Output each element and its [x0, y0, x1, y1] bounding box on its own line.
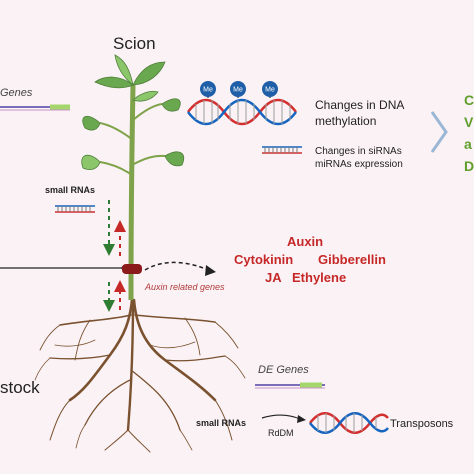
small-rnas-bottom-label: small RNAs — [196, 418, 247, 428]
roots — [34, 298, 246, 453]
dna-helix-methylation-icon — [187, 96, 297, 126]
transposons-label: Transposons — [390, 418, 454, 430]
rna-strand-right-icon — [262, 146, 302, 154]
right-cut-text-2: V — [464, 114, 474, 130]
arrow-up-bottom-icon — [114, 280, 126, 310]
genes-label: Genes — [0, 87, 33, 99]
arrow-to-hormones-icon — [144, 261, 216, 276]
gene-strand-bottom-icon — [255, 382, 325, 389]
de-genes-label: DE Genes — [258, 364, 309, 376]
leaves — [81, 54, 185, 170]
rddm-arrow-icon — [261, 414, 306, 423]
right-cut-text-4: D — [464, 158, 474, 174]
small-rnas-top-label: small RNAs — [45, 185, 96, 195]
graft-union-icon — [122, 264, 142, 274]
methyl-group-icon: Me Me Me — [200, 81, 278, 97]
hormone-ja: JA — [265, 270, 282, 285]
arrow-down-bottom-icon — [103, 282, 115, 312]
dna-helix-transposons-icon — [309, 412, 389, 434]
chevron-right-icon — [430, 111, 448, 153]
hormone-gibberellin: Gibberellin — [318, 252, 386, 267]
me-label-2: Me — [233, 87, 243, 94]
gene-strand-top-icon — [0, 104, 70, 111]
right-cut-text-3: a — [464, 136, 472, 152]
dna-methylation-label: Changes in DNA methylation — [315, 98, 404, 128]
rddm-label: RdDM — [268, 428, 294, 438]
stock-label: stock — [0, 378, 40, 397]
arrow-down-top-icon — [103, 200, 115, 256]
auxin-related-genes-label: Auxin related genes — [145, 282, 225, 292]
me-label-1: Me — [203, 87, 213, 94]
scion-label: Scion — [113, 34, 156, 53]
sirna-expression-label: Changes in siRNAs miRNAs expression — [315, 146, 403, 170]
hormone-cytokinin: Cytokinin — [234, 252, 294, 267]
right-cut-text-1: C — [464, 92, 474, 108]
hormone-auxin: Auxin — [287, 234, 324, 249]
arrow-up-top-icon — [114, 220, 126, 256]
hormone-ethylene: Ethylene — [292, 270, 347, 285]
me-label-3: Me — [265, 87, 275, 94]
rna-strand-top-icon — [55, 205, 95, 213]
